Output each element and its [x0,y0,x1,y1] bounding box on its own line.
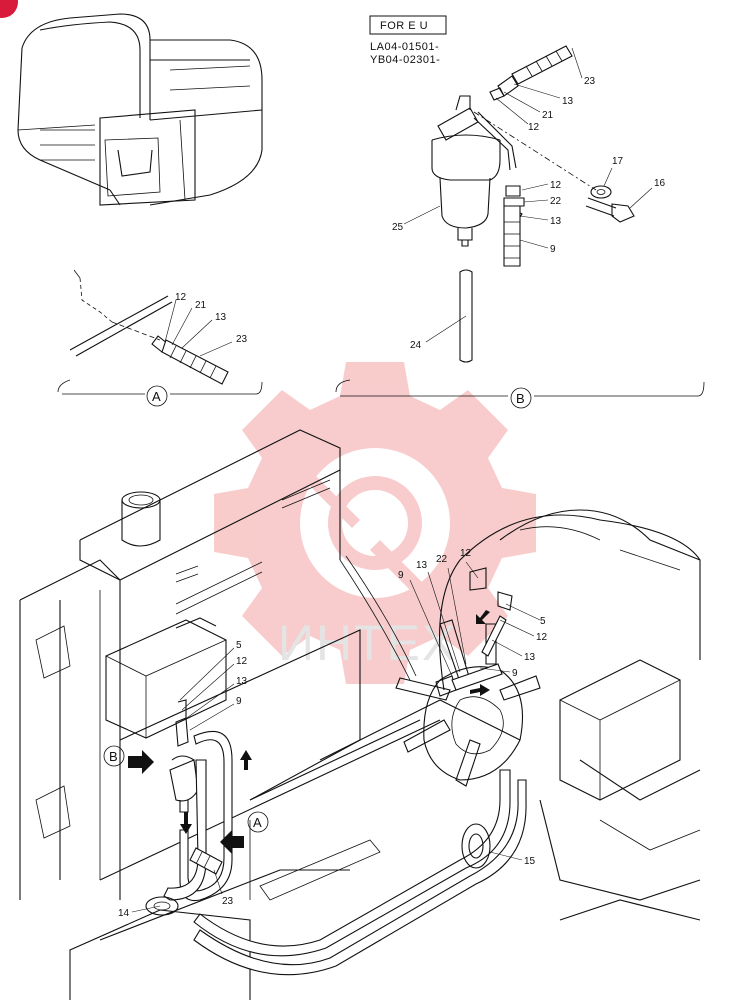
view-b-marker [103,745,125,767]
callout-12-main: 12 [236,656,248,667]
callout-13-b: 13 [562,96,574,107]
section-a-label: A [152,389,161,404]
section-a-marker [146,385,168,407]
section-b-marker [510,387,532,409]
flow-arrow-up [240,750,252,770]
callout-22-engine: 22 [436,554,448,565]
callout-12-b2: 12 [550,180,562,191]
callout-12-a: 12 [175,292,187,303]
callout-21-b: 21 [542,110,554,121]
flow-arrow-b [128,750,154,774]
callout-24: 24 [410,340,422,351]
corner-badge [0,0,18,18]
callout-17: 17 [612,156,624,167]
callout-14: 14 [118,908,130,919]
callout-13-b2: 13 [550,216,562,227]
callout-21-a: 21 [195,300,207,311]
callout-5-engine: 5 [540,616,546,627]
header: FOR E U LA04-01501- YB04-02301- [369,15,447,66]
flow-arrow-a [220,830,244,854]
watermark-text: ИНТЕХ [278,615,457,671]
callout-16: 16 [654,178,666,189]
callout-12-engine: 12 [536,632,548,643]
flow-arrow-engine-1 [476,610,490,624]
callout-22-b: 22 [550,196,562,207]
eu-tag-box [369,15,447,35]
callout-13-main: 13 [236,676,248,687]
callout-23-a: 23 [236,334,248,345]
view-a-marker [247,811,269,833]
detail-b: B 23 13 21 12 17 16 12 22 13 9 25 24 [335,45,705,409]
view-b-label: B [109,749,118,764]
callout-5-main: 5 [236,640,242,651]
serial-range-2: YB04-02301- [370,54,440,66]
callout-13-engine-2: 13 [524,652,536,663]
callout-9-engine: 9 [398,570,404,581]
watermark: ИНТЕХ [214,362,536,684]
section-b-label: B [516,391,525,406]
eu-tag: FOR E U [380,20,428,32]
callout-23-b: 23 [584,76,596,87]
callout-12-b: 12 [528,122,540,133]
callout-25: 25 [392,222,404,233]
detail-a: A 12 21 13 23 [57,269,263,407]
serial-range-1: LA04-01501- [370,41,439,53]
callout-9-b: 9 [550,244,556,255]
machine-overview [17,13,263,206]
flow-arrow-engine-2 [470,684,490,696]
callout-15: 15 [524,856,536,867]
view-a-label: A [253,815,262,830]
callout-13-a: 13 [215,312,227,323]
callout-12-engine-top: 12 [460,548,472,559]
callout-13-engine: 13 [416,560,428,571]
callout-9-main: 9 [236,696,242,707]
main-assembly: 5 12 13 9 14 23 15 9 13 22 12 5 12 13 9 … [19,429,701,1000]
callout-23-main: 23 [222,896,234,907]
flow-arrow-down [180,812,192,834]
watermark-gear-icon [214,362,536,684]
callout-9-engine-2: 9 [512,668,518,679]
